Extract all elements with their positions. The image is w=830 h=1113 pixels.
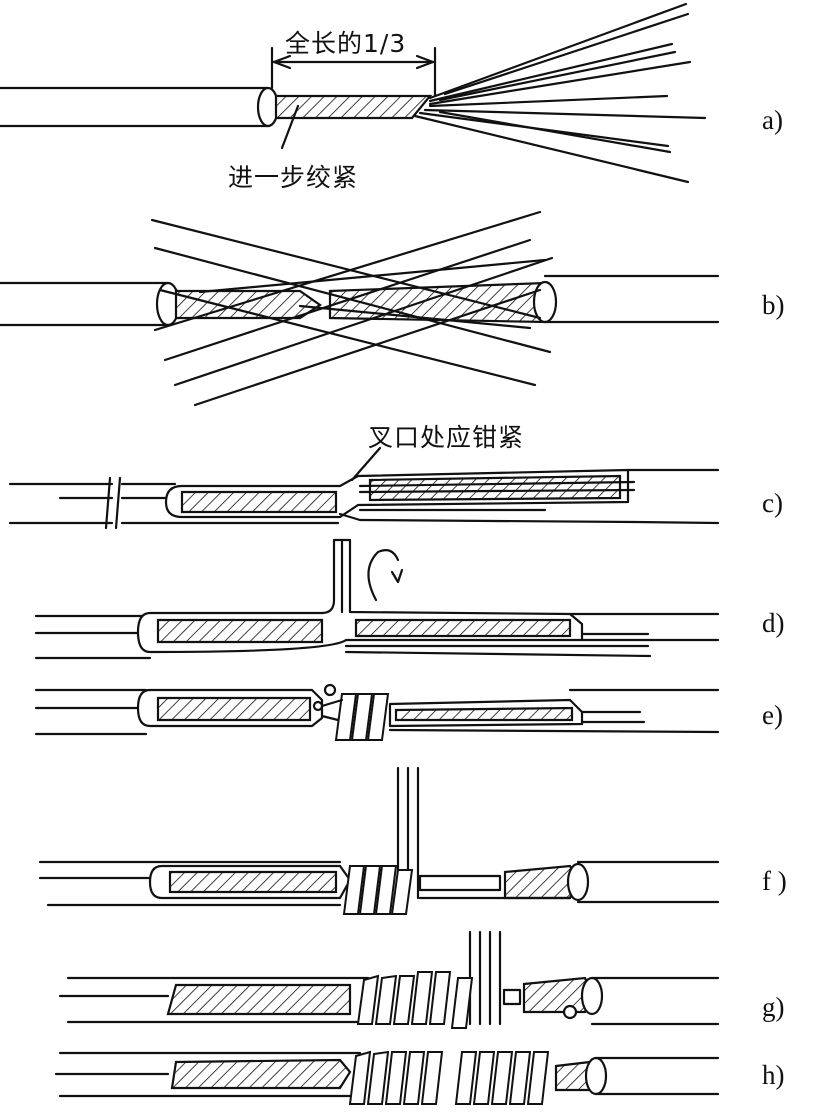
- step-g-figure: [58, 930, 720, 1029]
- step-b-figure: [0, 210, 720, 407]
- annotation-third-length: 全长的1/3: [285, 29, 407, 58]
- annotation-twist-tighter: 进一步绞紧: [228, 163, 359, 192]
- step-e-figure: [34, 683, 720, 741]
- annotation-crotch-clamp: 叉口处应钳紧: [368, 423, 525, 452]
- step-label-h: h): [762, 1060, 785, 1090]
- step-label-e: e): [762, 700, 783, 730]
- step-label-a: a): [762, 105, 783, 135]
- step-f-figure: [38, 766, 720, 915]
- step-label-c: c): [762, 488, 783, 518]
- step-a-spread-strands: [413, 2, 707, 184]
- step-label-g: g): [762, 992, 785, 1022]
- step-h-figure: [54, 1050, 720, 1105]
- step-c-figure: [8, 446, 720, 530]
- step-d-figure: [34, 538, 720, 660]
- step-label-b: b): [762, 290, 785, 320]
- step-label-f: f ): [762, 866, 787, 896]
- step-a-figure: [0, 2, 707, 184]
- step-b-crossed-strands: [150, 210, 554, 407]
- step-label-d: d): [762, 608, 785, 638]
